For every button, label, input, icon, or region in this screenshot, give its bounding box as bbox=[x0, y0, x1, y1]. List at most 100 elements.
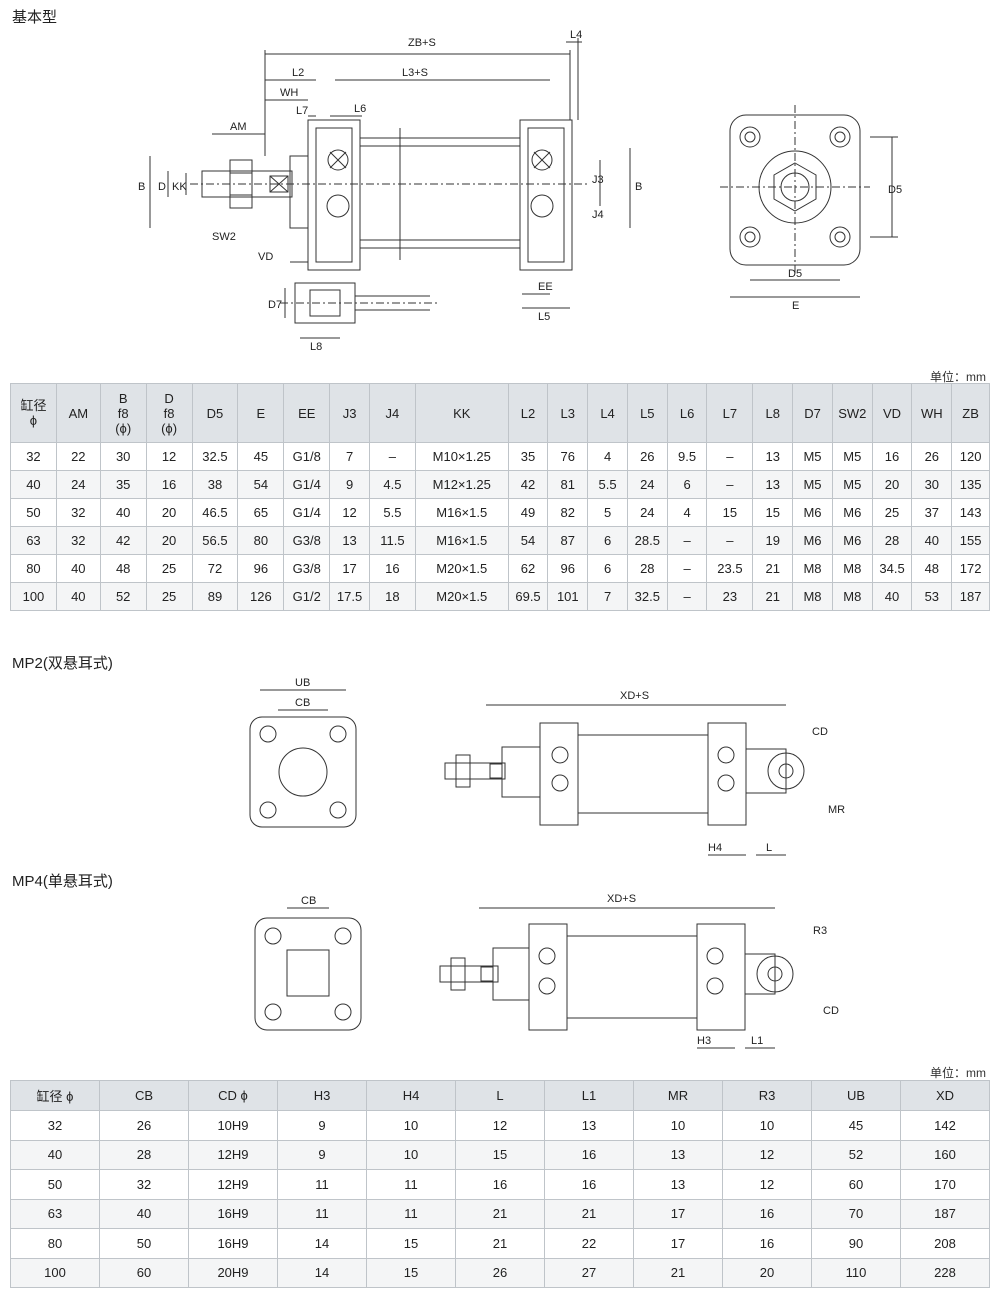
table1-cell: 80 bbox=[237, 526, 285, 555]
table1-header-text: L8 bbox=[765, 405, 780, 421]
table1-cell: 12 bbox=[329, 498, 370, 527]
table1-header-text: B bbox=[118, 390, 128, 406]
table1-cell: 63 bbox=[10, 526, 57, 555]
table1-header-text: L2 bbox=[520, 405, 536, 421]
table2-cell: 21 bbox=[544, 1198, 634, 1229]
table1-header-text: L7 bbox=[722, 405, 738, 421]
table1-cell: 40 bbox=[10, 470, 57, 499]
table1-cell: M5 bbox=[792, 442, 833, 471]
table1-cell: 96 bbox=[547, 554, 589, 583]
table1-cell: M10×1.25 bbox=[414, 442, 509, 471]
table1-header-cell: L2 bbox=[507, 383, 549, 443]
table2-header-cell: MR bbox=[633, 1080, 723, 1111]
table1-header-cell: L7 bbox=[706, 383, 754, 443]
table1-cell: 120 bbox=[951, 442, 990, 471]
table1-cell: M12×1.25 bbox=[414, 470, 509, 499]
table1-header-cell: SW2 bbox=[831, 383, 873, 443]
table1-cell: 48 bbox=[911, 554, 953, 583]
table2-cell: 13 bbox=[544, 1110, 634, 1141]
table2-cell: 12 bbox=[722, 1169, 812, 1200]
table2-cell: 12H9 bbox=[188, 1139, 278, 1170]
table1-header-text: D7 bbox=[804, 405, 821, 421]
table1-cell: 53 bbox=[911, 582, 953, 611]
table1-cell: 17 bbox=[329, 554, 370, 583]
table2-cell: 50 bbox=[99, 1228, 189, 1259]
table1-cell: 52 bbox=[99, 582, 147, 611]
table1-cell: 38 bbox=[191, 470, 239, 499]
table1-cell: 96 bbox=[237, 554, 285, 583]
table1-cell: 13 bbox=[752, 470, 794, 499]
table1-cell: 4 bbox=[666, 498, 708, 527]
table2-cell: 17 bbox=[633, 1198, 723, 1229]
table2-cell: 21 bbox=[455, 1198, 545, 1229]
table1-cell: 35 bbox=[99, 470, 147, 499]
label-mp4-cd: CD bbox=[823, 1005, 839, 1017]
table2-cell: 11 bbox=[366, 1198, 456, 1229]
table1-cell: 20 bbox=[145, 498, 193, 527]
mp2-side-view: XD+S CD MR H4 L bbox=[444, 690, 845, 856]
table1-cell: M5 bbox=[792, 470, 833, 499]
table1-cell: – bbox=[666, 554, 708, 583]
table1-cell: – bbox=[706, 470, 754, 499]
label-l7: L7 bbox=[296, 105, 308, 117]
table1-cell: 9.5 bbox=[666, 442, 708, 471]
table1-header-text: L6 bbox=[679, 405, 695, 421]
table2-cell: 27 bbox=[544, 1257, 634, 1288]
table1-cell: M6 bbox=[792, 498, 833, 527]
label-d5-side: D5 bbox=[888, 184, 902, 196]
table1-cell: 26 bbox=[626, 442, 668, 471]
table2-header-cell: H3 bbox=[277, 1080, 367, 1111]
table1-header-cell: KK bbox=[414, 383, 509, 443]
table1-cell: 26 bbox=[911, 442, 953, 471]
table1-header-cell: L3 bbox=[547, 383, 589, 443]
table1-cell: 187 bbox=[951, 582, 990, 611]
table1-cell: 20 bbox=[145, 526, 193, 555]
table1-cell: – bbox=[666, 582, 708, 611]
mp4-end-view: CB bbox=[254, 895, 362, 1031]
table1-header-text: f8 bbox=[117, 405, 129, 421]
table1-cell: 49 bbox=[507, 498, 549, 527]
table1-header-text: 缸径 bbox=[20, 398, 47, 413]
table1-header-cell: AM bbox=[55, 383, 101, 443]
table1-header-text: L3 bbox=[560, 405, 576, 421]
label-b-right: B bbox=[635, 181, 642, 193]
table1-cell: – bbox=[368, 442, 416, 471]
table2-cell: 90 bbox=[811, 1228, 901, 1259]
table1-cell: 32.5 bbox=[191, 442, 239, 471]
basic-cylinder-end-view: D5 D5 E bbox=[720, 105, 902, 310]
table1-cell: M6 bbox=[831, 526, 873, 555]
mp4-side-view: XD+S R3 CD H3 L1 bbox=[439, 893, 839, 1049]
table1-cell: 40 bbox=[871, 582, 913, 611]
table1-header-text: L5 bbox=[640, 405, 655, 421]
table1-cell: 24 bbox=[626, 498, 668, 527]
label-am: AM bbox=[230, 121, 247, 133]
label-zb-s: ZB+S bbox=[408, 37, 436, 49]
table1-cell: M16×1.5 bbox=[414, 498, 509, 527]
table2-cell: 70 bbox=[811, 1198, 901, 1229]
table1-cell: 21 bbox=[752, 554, 794, 583]
label-l6: L6 bbox=[354, 103, 366, 115]
label-mp2-cb: CB bbox=[295, 697, 310, 709]
table1-cell: 17.5 bbox=[329, 582, 370, 611]
table1-cell: – bbox=[706, 526, 754, 555]
unit-label-bottom: 单位：mm bbox=[930, 1066, 986, 1080]
table2-cell: 13 bbox=[633, 1169, 723, 1200]
table1-cell: 155 bbox=[951, 526, 990, 555]
table1-header-cell: EE bbox=[283, 383, 331, 443]
label-mp2-mr: MR bbox=[828, 804, 845, 816]
table2-cell: 40 bbox=[99, 1198, 189, 1229]
table2-cell: 10 bbox=[722, 1110, 812, 1141]
table2-cell: 40 bbox=[10, 1139, 100, 1170]
label-ee: EE bbox=[538, 281, 553, 293]
label-l2: L2 bbox=[292, 67, 304, 79]
table2-cell: 110 bbox=[811, 1257, 901, 1288]
table1-header-cell: J4 bbox=[368, 383, 416, 443]
table1-cell: M8 bbox=[831, 554, 873, 583]
table2-cell: 228 bbox=[900, 1257, 990, 1288]
